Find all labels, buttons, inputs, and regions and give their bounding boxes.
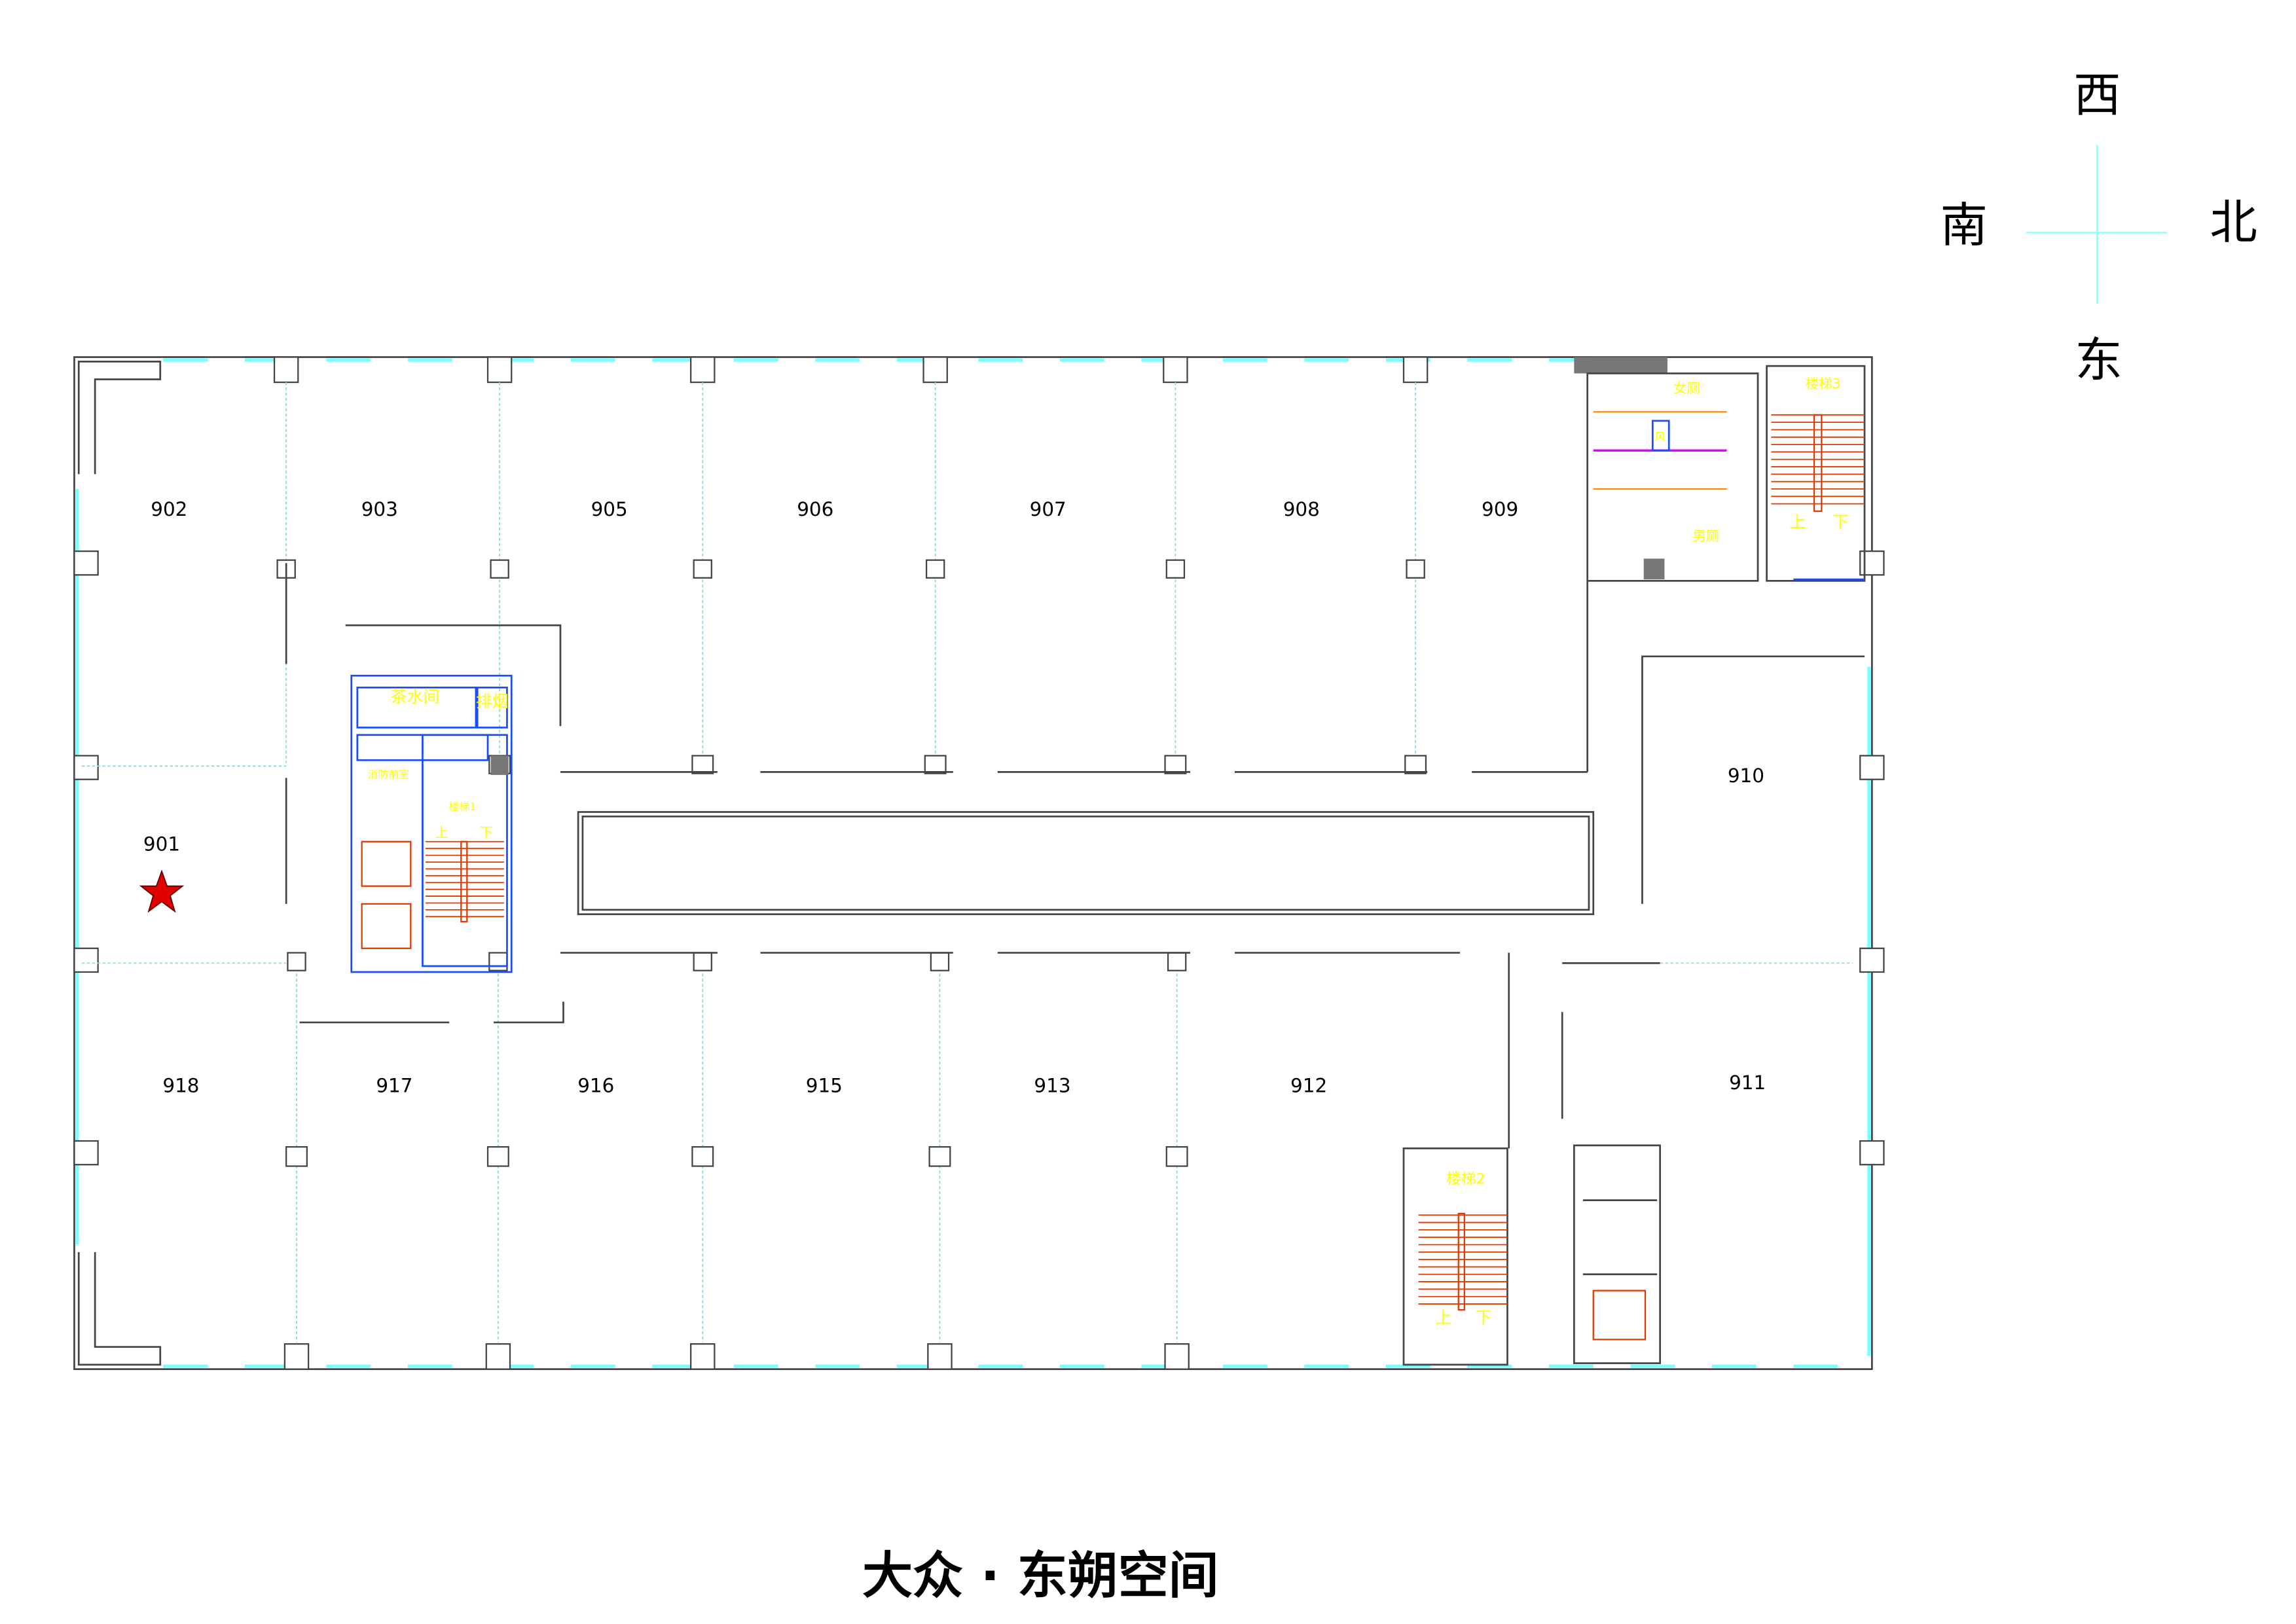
column — [690, 1343, 716, 1370]
column — [1163, 356, 1188, 384]
room-910: 910 — [1728, 765, 1764, 787]
compass-east: 东 — [2075, 333, 2122, 388]
room-916: 916 — [577, 1074, 614, 1096]
tea-room-label: 茶水间 — [391, 687, 440, 706]
room-909: 909 — [1482, 498, 1518, 520]
column — [1404, 755, 1427, 774]
stair1-down: 下 — [480, 825, 493, 840]
shaft-label: 风 — [1655, 430, 1666, 442]
stair2-block: 楼梯2 上 下 — [1402, 1144, 1661, 1366]
location-star-icon — [139, 869, 185, 913]
column — [488, 952, 508, 971]
column — [924, 755, 947, 774]
stair1-up: 上 — [435, 825, 448, 840]
column — [273, 356, 299, 384]
room-913: 913 — [1034, 1074, 1070, 1096]
room-915: 915 — [806, 1074, 843, 1096]
stair2-label: 楼梯2 — [1446, 1171, 1485, 1188]
column — [1165, 559, 1186, 579]
central-core: 茶水间 排烟 消防前室 楼梯1 上 下 — [350, 674, 513, 973]
stair3-down: 下 — [1832, 513, 1849, 532]
column — [1859, 755, 1885, 780]
column — [925, 559, 945, 579]
column — [922, 356, 948, 384]
column — [691, 1146, 714, 1167]
column — [73, 755, 99, 780]
column — [73, 1140, 99, 1166]
stair3-label: 楼梯3 — [1806, 376, 1841, 391]
column — [1402, 356, 1429, 384]
column — [285, 1146, 308, 1167]
compass-south: 南 — [1940, 198, 1987, 253]
stair1-label: 楼梯1 — [449, 801, 477, 813]
column — [1164, 755, 1187, 774]
room-918: 918 — [162, 1074, 199, 1096]
room-905: 905 — [591, 498, 628, 520]
column — [928, 1146, 951, 1167]
column — [287, 952, 306, 971]
floor-title: 大众 · 东朔空间 — [862, 1547, 1219, 1605]
column — [486, 356, 513, 384]
stair2-down: 下 — [1476, 1308, 1492, 1327]
room-902: 902 — [151, 498, 187, 520]
column — [1164, 1343, 1190, 1370]
column — [927, 1343, 953, 1370]
column — [73, 550, 99, 576]
smoke-exhaust-label: 排烟 — [476, 692, 509, 711]
column — [1859, 947, 1885, 973]
compass-west: 西 — [2073, 68, 2121, 123]
room-907: 907 — [1030, 498, 1066, 520]
column — [490, 559, 509, 579]
room-911: 911 — [1729, 1072, 1766, 1094]
column — [485, 1343, 511, 1370]
column — [283, 1343, 310, 1370]
north-partitions — [73, 356, 1885, 1166]
stair3-up: 上 — [1790, 513, 1806, 532]
womens-wc-label: 女厕 — [1673, 380, 1700, 396]
column — [693, 559, 712, 579]
room-908: 908 — [1283, 498, 1320, 520]
column — [1406, 559, 1425, 579]
mens-wc-label: 男厕 — [1692, 528, 1719, 544]
compass: 西 南 北 东 — [1940, 68, 2257, 388]
column — [691, 755, 714, 774]
room-906: 906 — [797, 498, 833, 520]
corridor — [81, 563, 1865, 1149]
column — [73, 947, 99, 973]
column — [690, 356, 716, 384]
column — [1165, 1146, 1188, 1167]
stair2-up: 上 — [1436, 1308, 1452, 1327]
building-outline — [73, 356, 1873, 1371]
column — [930, 952, 950, 971]
compass-north: 北 — [2210, 195, 2257, 250]
column — [1859, 1140, 1885, 1166]
room-912: 912 — [1290, 1074, 1327, 1096]
room-901: 901 — [143, 833, 180, 855]
toilet-block: 女厕 男厕 风 楼梯3 上 下 — [1574, 357, 1866, 582]
room-903: 903 — [361, 498, 398, 520]
column — [486, 1146, 509, 1167]
room-917: 917 — [376, 1074, 412, 1096]
room-labels: 902 903 905 906 907 908 909 910 901 918 … — [143, 498, 1766, 1097]
column — [693, 952, 712, 971]
fire-lobby-label: 消防前室 — [368, 768, 409, 780]
south-partitions — [283, 952, 1190, 1370]
column — [1167, 952, 1187, 971]
